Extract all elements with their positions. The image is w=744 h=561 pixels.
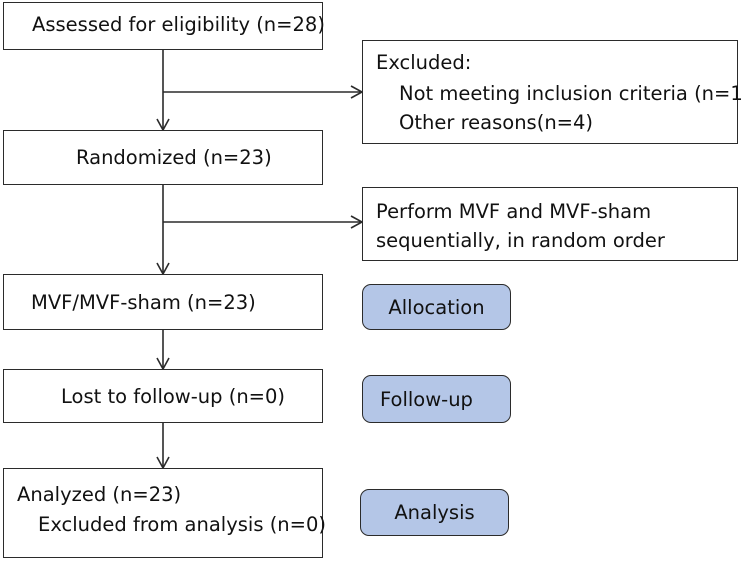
assessed-text: Assessed for eligibility (n=28): [32, 13, 325, 36]
lost-box: Lost to follow-up (n=0): [3, 369, 323, 423]
excluded-reason-criteria: Not meeting inclusion criteria (n=1): [399, 82, 744, 105]
stage-allocation: Allocation: [362, 284, 511, 330]
analyzed-excluded-text: Excluded from analysis (n=0): [38, 513, 327, 536]
lost-text: Lost to follow-up (n=0): [61, 385, 286, 408]
excluded-title: Excluded:: [376, 51, 472, 74]
perform-box: Perform MVF and MVF-sham sequentially, i…: [362, 187, 738, 261]
randomized-text: Randomized (n=23): [76, 146, 272, 169]
analyzed-text: Analyzed (n=23): [17, 483, 182, 506]
assessed-box: Assessed for eligibility (n=28): [3, 2, 325, 50]
perform-text-line2: sequentially, in random order: [376, 229, 665, 252]
perform-text-line1: Perform MVF and MVF-sham: [376, 200, 652, 223]
stage-analysis: Analysis: [360, 489, 509, 536]
randomized-box: Randomized (n=23): [3, 130, 323, 185]
mvf-box: MVF/MVF-sham (n=23): [3, 274, 323, 330]
excluded-box: Excluded: Not meeting inclusion criteria…: [362, 40, 744, 144]
mvf-text: MVF/MVF-sham (n=23): [31, 291, 256, 314]
stage-followup: Follow-up: [362, 375, 511, 423]
analyzed-box: Analyzed (n=23) Excluded from analysis (…: [3, 468, 327, 558]
excluded-reason-other: Other reasons(n=4): [399, 111, 594, 134]
